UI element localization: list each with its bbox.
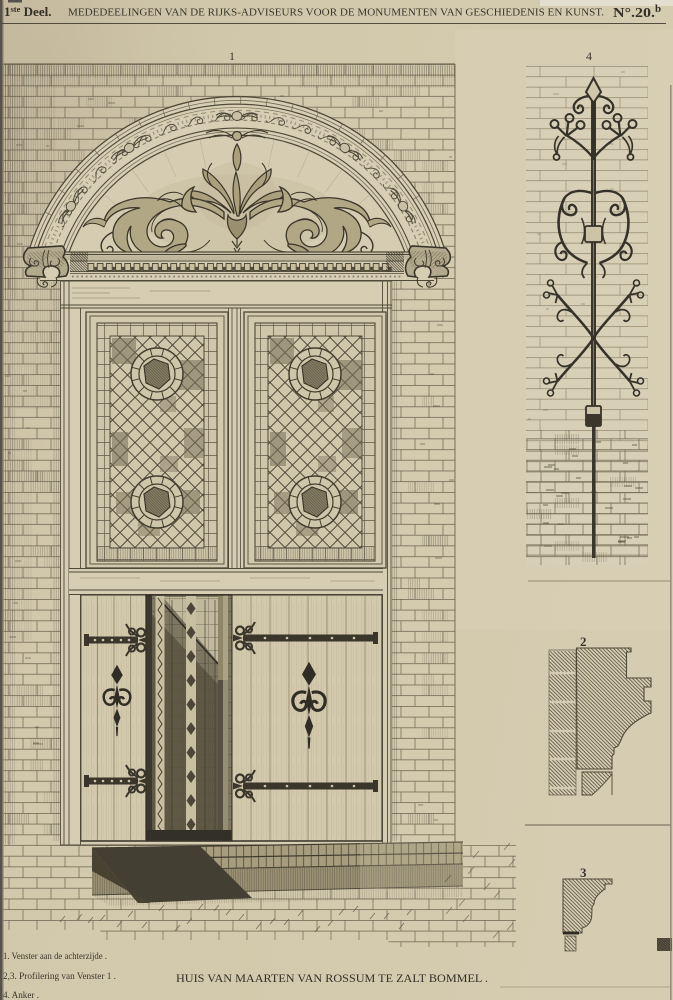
svg-text:1: 1 bbox=[229, 49, 235, 63]
svg-text:4: 4 bbox=[586, 49, 592, 63]
svg-text:N°.20.: N°.20. bbox=[613, 5, 655, 20]
svg-text:1. Venster aan de achterzijde: 1. Venster aan de achterzijde . bbox=[3, 951, 107, 961]
svg-text:2,3. Profilering van Venster 1: 2,3. Profilering van Venster 1 . bbox=[3, 971, 116, 981]
svg-text:2: 2 bbox=[580, 634, 587, 649]
svg-text:HUIS VAN MAARTEN VAN ROSSUM T: HUIS VAN MAARTEN VAN ROSSUM TE ZALT BOMM… bbox=[176, 973, 488, 985]
svg-text:3: 3 bbox=[580, 865, 587, 880]
svg-text:MEDEDEELINGEN VAN DE RIJKS-ADV: MEDEDEELINGEN VAN DE RIJKS-ADVISEURS VOO… bbox=[68, 8, 604, 19]
svg-text:b: b bbox=[655, 3, 661, 15]
svg-text:4. Anker .: 4. Anker . bbox=[3, 990, 39, 1000]
